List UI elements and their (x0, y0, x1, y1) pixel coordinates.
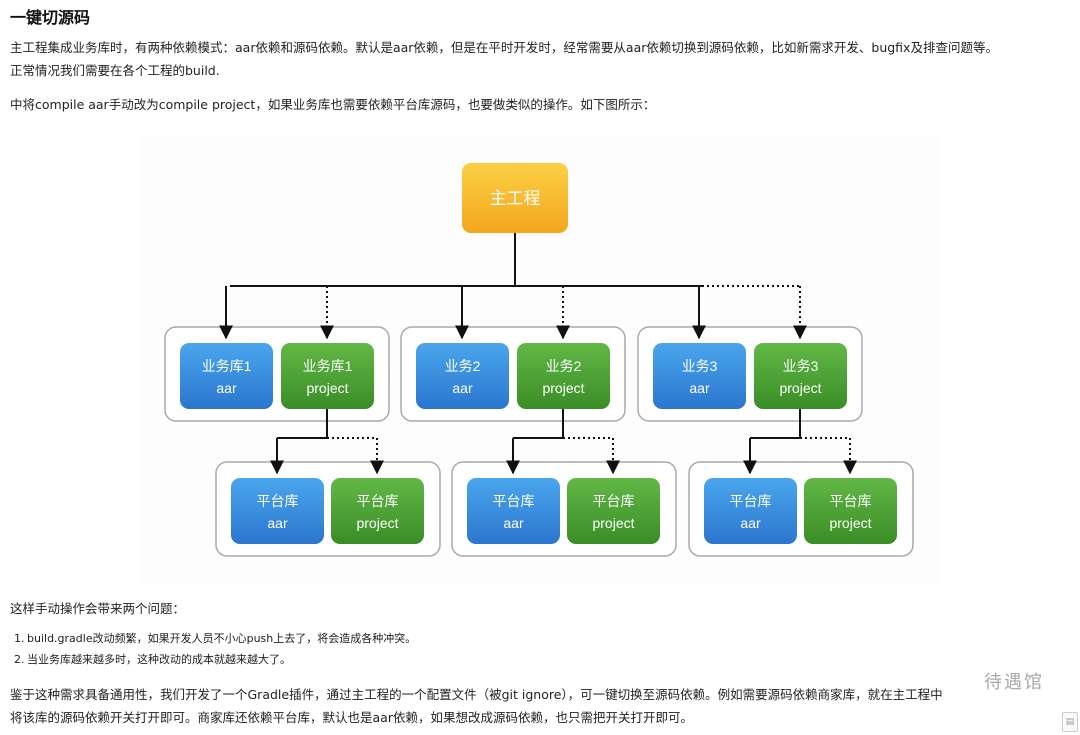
business-aar-node (180, 343, 273, 409)
business-project-node-label: project (779, 380, 821, 396)
business-aar-node (416, 343, 509, 409)
compile-paragraph: 中将compile aar手动改为compile project，如果业务库也需… (10, 97, 656, 112)
list-text: 当业务库越来越多时，这种改动的成本就越来越大了。 (27, 653, 291, 666)
platform-project-node (804, 478, 897, 544)
business-aar-node-label: 业务2 (445, 358, 481, 374)
business-aar-node-label: 业务库1 (202, 358, 252, 374)
issues-list: 1.build.gradle改动频繁，如果开发人员不小心push上去了，将会造成… (14, 628, 416, 670)
list-text: build.gradle改动频繁，如果开发人员不小心push上去了，将会造成各种… (27, 632, 417, 645)
intro-paragraph: 主工程集成业务库时，有两种依赖模式：aar依赖和源码依赖。默认是aar依赖，但是… (10, 36, 998, 82)
list-number: 1. (14, 632, 25, 645)
platform-project-node-label: project (356, 515, 398, 531)
side-tool-icon[interactable]: ▤ (1062, 712, 1078, 732)
business-aar-node-label: aar (689, 380, 710, 396)
business-project-node (754, 343, 847, 409)
section-heading: 一键切源码 (10, 8, 91, 27)
plugin-line-2: 将该库的源码依赖开关打开即可。商家库还依赖平台库，默认也是aar依赖，如果想改成… (10, 710, 693, 725)
platform-project-node-label: project (829, 515, 871, 531)
intro-line-1: 主工程集成业务库时，有两种依赖模式：aar依赖和源码依赖。默认是aar依赖，但是… (10, 40, 998, 55)
list-number: 2. (14, 653, 25, 666)
platform-aar-node-label: aar (503, 515, 524, 531)
platform-aar-node (231, 478, 324, 544)
business-aar-node-label: aar (216, 380, 237, 396)
platform-project-node (331, 478, 424, 544)
platform-project-node-label: 平台库 (357, 493, 399, 509)
platform-aar-node-label: 平台库 (493, 493, 535, 509)
platform-aar-node-label: 平台库 (257, 493, 299, 509)
business-project-node-label: project (306, 380, 348, 396)
platform-project-node-label: 平台库 (593, 493, 635, 509)
plugin-line-1: 鉴于这种需求具备通用性，我们开发了一个Gradle插件，通过主工程的一个配置文件… (10, 687, 943, 702)
platform-project-node (567, 478, 660, 544)
platform-aar-node-label: aar (740, 515, 761, 531)
business-aar-node-label: 业务3 (682, 358, 718, 374)
platform-aar-node (467, 478, 560, 544)
business-project-node-label: 业务3 (783, 358, 819, 374)
business-project-node (281, 343, 374, 409)
platform-project-node-label: project (592, 515, 634, 531)
business-aar-node-label: aar (452, 380, 473, 396)
plugin-paragraph: 鉴于这种需求具备通用性，我们开发了一个Gradle插件，通过主工程的一个配置文件… (10, 683, 943, 729)
platform-aar-node-label: aar (267, 515, 288, 531)
platform-aar-node-label: 平台库 (730, 493, 772, 509)
root-node (462, 163, 568, 233)
root-node-label: 主工程 (490, 189, 541, 208)
watermark: 待遇馆 (984, 672, 1044, 693)
platform-project-node-label: 平台库 (830, 493, 872, 509)
business-aar-node (653, 343, 746, 409)
business-project-node-label: 业务库1 (303, 358, 353, 374)
business-project-node (517, 343, 610, 409)
list-item: 2.当业务库越来越多时，这种改动的成本就越来越大了。 (14, 649, 416, 670)
issues-intro: 这样手动操作会带来两个问题： (10, 601, 186, 616)
business-project-node-label: 业务2 (546, 358, 582, 374)
intro-line-2: 正常情况我们需要在各个工程的build. (10, 63, 220, 78)
business-project-node-label: project (542, 380, 584, 396)
platform-aar-node (704, 478, 797, 544)
list-item: 1.build.gradle改动频繁，如果开发人员不小心push上去了，将会造成… (14, 628, 416, 649)
